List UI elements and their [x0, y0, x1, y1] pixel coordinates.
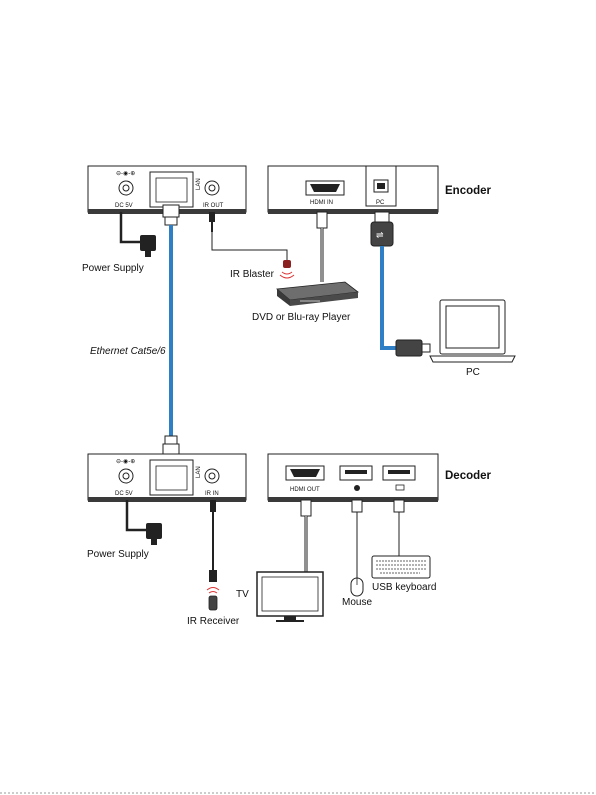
tv-label: TV [236, 589, 249, 600]
encoder-title: Encoder [445, 185, 492, 197]
keyboard-label: USB keyboard [372, 582, 436, 593]
hdmi-cable-dvd [317, 212, 327, 282]
ir-receiver-label: IR Receiver [187, 616, 240, 627]
hdmi-cable-tv [301, 500, 311, 572]
power-supply-label-top: Power Supply [82, 263, 144, 274]
decoder-title: Decoder [445, 470, 492, 482]
svg-text:⊖-◉-⊕: ⊖-◉-⊕ [116, 459, 135, 465]
keyboard-cable [394, 500, 404, 556]
decoder-left-unit: ⊖-◉-⊕ DC 5V LAN IR IN [88, 454, 246, 502]
tv-icon [257, 572, 323, 622]
mouse-cable [352, 500, 362, 578]
encoder-right-unit: HDMI IN PC [268, 166, 438, 214]
ir-blaster-cable [209, 212, 287, 260]
power-supply-icon [127, 500, 162, 545]
ethernet-label: Ethernet Cat5e/6 [90, 346, 166, 357]
encoder-dc-label: DC 5V [115, 203, 133, 209]
decoder-hdmi-label: HDMI OUT [290, 487, 320, 493]
encoder-hdmi-label: HDMI IN [310, 200, 333, 206]
laptop-icon [430, 300, 515, 362]
usb-cable-pc: ⇌ [371, 212, 430, 356]
ethernet-cable [163, 205, 179, 456]
mouse-port-icon [354, 485, 360, 491]
encoder-ir-label: IR OUT [203, 203, 224, 209]
pc-label: PC [466, 367, 480, 378]
ir-receiver-cable [209, 500, 217, 582]
ir-blaster-icon [280, 260, 294, 278]
encoder-lan-label: LAN [196, 178, 202, 190]
mouse-icon [351, 578, 363, 596]
ir-blaster-label: IR Blaster [230, 269, 275, 280]
power-supply-icon [121, 212, 156, 257]
encoder-pc-label: PC [376, 200, 385, 206]
svg-text:⇌: ⇌ [376, 230, 384, 240]
mouse-label: Mouse [342, 597, 372, 608]
power-supply-label-bottom: Power Supply [87, 549, 149, 560]
ir-receiver-icon [207, 588, 219, 611]
decoder-dc-label: DC 5V [115, 491, 133, 497]
keyboard-icon [372, 556, 430, 578]
decoder-right-unit: HDMI OUT [268, 454, 438, 502]
dvd-label: DVD or Blu-ray Player [252, 312, 351, 323]
svg-text:⊖-◉-⊕: ⊖-◉-⊕ [116, 171, 135, 177]
decoder-ir-label: IR IN [205, 491, 219, 497]
decoder-lan-label: LAN [196, 466, 202, 478]
dvd-player-icon [277, 282, 358, 306]
